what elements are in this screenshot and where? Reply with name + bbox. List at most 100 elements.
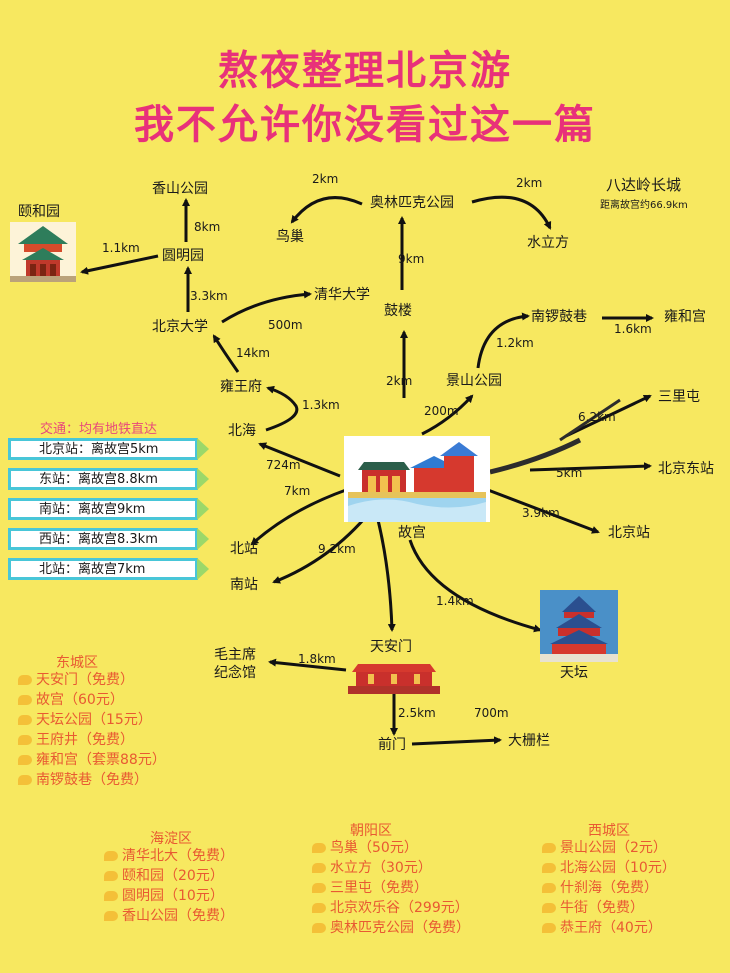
page-title-line2: 我不允许你没看过这一篇 (134, 102, 596, 148)
node-tiantan: 天坛 (560, 665, 588, 681)
bullet-icon (104, 911, 118, 921)
node-niaochao: 鸟巢 (276, 229, 304, 245)
arrow-gugong-jingshan (421, 394, 474, 436)
arrow-gugong-beihai (258, 442, 341, 478)
node-yuanmingyuan: 圆明园 (162, 248, 204, 264)
district-dongcheng-title: 东城区 (56, 655, 98, 671)
node-badaling-note: 距离故宫约66.9km (600, 200, 688, 211)
dist-tiananmen-qianmen: 2.5km (398, 706, 436, 720)
transport-item: 东站：离故宫8.8km (8, 468, 209, 490)
arrow-gugong-beizhan (250, 488, 347, 546)
arrow-yongwangfu-beida (212, 334, 240, 373)
node-yiheyuan: 颐和园 (18, 204, 60, 220)
dist-gugong-beijingzhan: 3.9km (522, 506, 560, 520)
poi-item: 三里屯（免费） (312, 878, 428, 898)
dist-gugong-beizhan: 7km (284, 484, 311, 498)
arrow-gugong-sanlitun (565, 394, 652, 438)
yiheyuan-image (10, 222, 76, 282)
arrow-yuanmingyuan-yiheyuan (80, 254, 159, 275)
dist-aoti-niaochao: 2km (312, 172, 339, 186)
poi-item: 牛街（免费） (542, 898, 644, 918)
gugong-image (344, 436, 490, 522)
dist-xiangshan-yuanmingyuan: 8km (194, 220, 221, 234)
bullet-icon (104, 891, 118, 901)
bullet-icon (542, 883, 556, 893)
bullet-icon (312, 883, 326, 893)
node-maozhuxi: 毛主席 纪念馆 (214, 647, 256, 681)
poi-item: 水立方（30元） (312, 858, 432, 878)
tiantan-image (540, 590, 618, 662)
arrow-aoti-shuilifang (471, 195, 552, 230)
poi-item: 什刹海（免费） (542, 878, 658, 898)
node-yonghegong: 雍和宫 (664, 309, 706, 325)
node-beihai: 北海 (228, 423, 256, 439)
dist-gugong-beihai: 724m (266, 458, 301, 472)
page-title-line1: 熬夜整理北京游 (218, 48, 512, 94)
dist-gugong-tiantan: 1.4km (436, 594, 474, 608)
brush-stroke (559, 398, 621, 442)
poi-item: 清华北大（免费） (104, 846, 234, 866)
node-aoti: 奥林匹克公园 (370, 195, 454, 211)
bullet-icon (18, 735, 32, 745)
node-tiananmen: 天安门 (370, 639, 412, 655)
poi-item: 奥林匹克公园（免费） (312, 918, 470, 938)
dist-tiananmen-maozhuxi: 1.8km (298, 652, 336, 666)
transport-item: 北站：离故宫7km (8, 558, 209, 580)
bullet-icon (312, 923, 326, 933)
dist-nanluogu-yonghegong: 1.6km (614, 322, 652, 336)
poi-item: 圆明园（10元） (104, 886, 224, 906)
node-beijingdong: 北京东站 (658, 461, 714, 477)
bullet-icon (312, 863, 326, 873)
bullet-icon (542, 923, 556, 933)
bullet-icon (542, 863, 556, 873)
dist-jingshan-nanluogu: 1.2km (496, 336, 534, 350)
dist-yongwangfu-beihai: 1.3km (302, 398, 340, 412)
arrow-jingshan-nanluogu (476, 312, 530, 369)
district-chaoyang-title: 朝阳区 (350, 823, 392, 839)
bullet-icon (542, 903, 556, 913)
district-haidian-title: 海淀区 (150, 831, 192, 847)
dist-aoti-shuilifang: 2km (516, 176, 543, 190)
dist-yiheyuan-yuanmingyuan: 1.1km (102, 241, 140, 255)
node-beida: 北京大学 (152, 319, 208, 335)
node-nanluogu: 南锣鼓巷 (531, 309, 587, 325)
bullet-icon (542, 843, 556, 853)
poi-item: 北海公园（10元） (542, 858, 676, 878)
arrow-aoti-niaochao (290, 196, 363, 224)
arrow-gugong-tiantan (408, 539, 542, 633)
node-gugong: 故宫 (398, 525, 426, 541)
dist-gugong-beijingdong: 5km (556, 466, 583, 480)
arrow-beida-qinghua (221, 290, 312, 324)
node-badaling: 八达岭长城 (606, 176, 682, 194)
node-xiangshan: 香山公园 (152, 181, 208, 197)
bullet-icon (18, 755, 32, 765)
brush-stroke (489, 437, 582, 475)
arrow-gugong-nanzhan (272, 511, 372, 584)
dist-gugong-jingshan: 200m (424, 404, 459, 418)
bullet-icon (104, 871, 118, 881)
node-qianmen: 前门 (378, 737, 406, 753)
poi-item: 南锣鼓巷（免费） (18, 770, 148, 790)
bullet-icon (18, 775, 32, 785)
district-xicheng-title: 西城区 (588, 823, 630, 839)
node-sanlitun: 三里屯 (658, 389, 700, 405)
node-beijingzhan: 北京站 (608, 525, 650, 541)
bullet-icon (18, 715, 32, 725)
arrow-beihai-yongwangfu (265, 385, 299, 432)
node-shuilifang: 水立方 (527, 235, 569, 251)
poi-item: 恭王府（40元） (542, 918, 662, 938)
poi-item: 景山公园（2元） (542, 838, 667, 858)
poi-item: 颐和园（20元） (104, 866, 224, 886)
poi-item: 天坛公园（15元） (18, 710, 152, 730)
bullet-icon (104, 851, 118, 861)
dist-gugong-gulou: 2km (386, 374, 413, 388)
poi-item: 雍和宫（套票88元） (18, 750, 166, 770)
bullet-icon (312, 903, 326, 913)
dist-beida-yongwangfu: 14km (236, 346, 270, 360)
poi-item: 香山公园（免费） (104, 906, 234, 926)
transport-item: 南站：离故宫9km (8, 498, 209, 520)
dist-gulou-aoti: 9km (398, 252, 425, 266)
arrow-gugong-beijingdong (529, 462, 652, 472)
arrow-gugong-tiananmen (376, 519, 396, 632)
